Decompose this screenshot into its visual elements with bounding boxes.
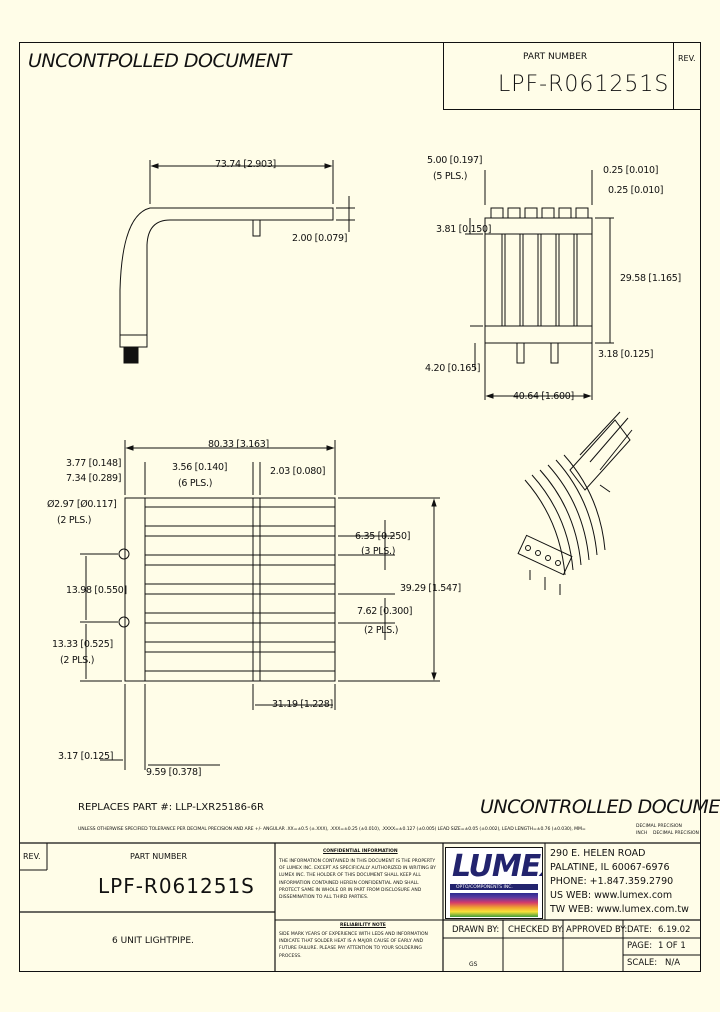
uncontrolled-stamp-bottom: UNCONTROLLED DOCUMENT <box>480 796 720 818</box>
dim-plan-hole-note: (2 PLS.) <box>57 515 92 526</box>
page-value: 1 OF 1 <box>658 941 686 951</box>
drawn-by-value: GS <box>469 961 478 968</box>
phone: PHONE: +1.847.359.2790 <box>550 876 674 887</box>
dim-front-height: 29.58 [1.165] <box>620 273 681 284</box>
dim-plan-k: 3.17 [0.125] <box>58 751 114 762</box>
dim-plan-h: 7.62 [0.300] <box>357 606 413 617</box>
side-view-lightpipe <box>119 160 355 364</box>
lumex-logo: LUMEX OPTO/COMPONENTS INC. <box>445 847 543 919</box>
page-label: PAGE: <box>627 941 653 951</box>
approved-by-label: APPROVED BY: <box>566 925 628 935</box>
us-web[interactable]: US WEB: www.lumex.com <box>550 890 673 901</box>
dim-plan-b: 7.34 [0.289] <box>66 473 122 484</box>
reliability-title: RELIABILITY NOTE <box>340 923 386 928</box>
lumex-logo-bar <box>450 884 538 890</box>
title-rev-label: REV. <box>23 852 41 861</box>
dim-front-width: 40.64 [1.600] <box>513 391 574 402</box>
dim-plan-c: 3.56 [0.140] <box>172 462 228 473</box>
dim-front-pitch-note: (5 PLS.) <box>433 171 468 182</box>
address-line-2: PALATINE, IL 60067-6976 <box>550 862 670 873</box>
title-description: 6 UNIT LIGHTPIPE. <box>112 936 194 946</box>
tolerance-note-inch: INCH <box>636 831 648 836</box>
header-rev-label: REV. <box>678 54 696 63</box>
dim-plan-d: 2.03 [0.080] <box>270 466 326 477</box>
title-part-number: LPF-R061251S <box>98 874 255 898</box>
tolerance-note: UNLESS OTHERWISE SPECIFIED TOLERANCE PER… <box>78 827 586 832</box>
dim-plan-hole: Ø2.97 [Ø0.117] <box>47 499 117 510</box>
address-line-1: 290 E. HELEN ROAD <box>550 848 646 859</box>
dim-front-pin: 3.18 [0.125] <box>598 349 654 360</box>
title-part-number-label: PART NUMBER <box>130 852 188 861</box>
checked-by-label: CHECKED BY: <box>508 925 565 935</box>
date-label: DATE: <box>627 925 652 935</box>
header-part-number: LPF-R061251S <box>498 72 670 97</box>
plan-view-lightpipe <box>80 440 440 770</box>
dim-side-pin: 2.00 [0.079] <box>292 233 348 244</box>
confidential-text: THE INFORMATION CONTAINED IN THIS DOCUME… <box>279 859 436 900</box>
dim-plan-f: 13.98 [0.550] <box>66 585 127 596</box>
dim-front-gap-a: 0.25 [0.010] <box>603 165 659 176</box>
dim-plan-a: 3.77 [0.148] <box>66 458 122 469</box>
dim-plan-overall: 80.33 [3.163] <box>208 439 269 450</box>
lumex-logo-text: LUMEX <box>452 849 542 884</box>
dim-plan-i-note: (2 PLS.) <box>60 655 95 666</box>
dim-front-pitch: 5.00 [0.197] <box>427 155 483 166</box>
tolerance-note-mm-precision: DECIMAL PRECISION <box>636 824 682 829</box>
header-rev-box <box>673 42 701 110</box>
dim-plan-e-note: (3 PLS.) <box>361 546 396 557</box>
dim-front-gap-b: 0.25 [0.010] <box>608 185 664 196</box>
tolerance-note-inch-precision: DECIMAL PRECISION <box>653 831 699 836</box>
date-value: 6.19.02 <box>658 925 691 935</box>
dim-plan-l: 9.59 [0.378] <box>146 767 202 778</box>
confidential-title: CONFIDENTIAL INFORMATION <box>323 849 398 854</box>
scale-label: SCALE: <box>627 958 658 968</box>
dim-front-cap: 3.81 [0.150] <box>436 224 492 235</box>
scale-value: N/A <box>665 958 681 968</box>
dim-plan-h-note: (2 PLS.) <box>364 625 399 636</box>
reliability-text: SIDE MARK YEARS OF EXPERIENCE WITH LEDS … <box>279 932 428 959</box>
dim-side-length: 73.74 [2.903] <box>215 159 276 170</box>
dim-front-base: 4.20 [0.165] <box>425 363 481 374</box>
dim-plan-c-note: (6 PLS.) <box>178 478 213 489</box>
replaces-part-note: REPLACES PART #: LLP-LXR25186-6R <box>78 802 264 813</box>
drawn-by-label: DRAWN BY: <box>452 925 500 935</box>
tw-web[interactable]: TW WEB: www.lumex.com.tw <box>550 904 689 915</box>
drawing-sheet-border <box>19 42 701 972</box>
header-part-number-label: PART NUMBER <box>523 52 588 62</box>
uncontrolled-stamp-top: UNCONTPOLLED DOCUMENT <box>28 50 291 72</box>
isometric-view-lightpipe <box>517 411 633 595</box>
front-view-lightpipe <box>465 170 614 400</box>
lumex-logo-subtitle: OPTO/COMPONENTS INC. <box>456 885 513 890</box>
lumex-logo-rainbow <box>450 893 538 917</box>
dim-plan-i: 13.33 [0.525] <box>52 639 113 650</box>
dim-plan-e: 6.35 [0.250] <box>355 531 411 542</box>
dim-plan-j: 31.19 [1.228] <box>272 699 333 710</box>
dim-plan-g: 39.29 [1.547] <box>400 583 461 594</box>
